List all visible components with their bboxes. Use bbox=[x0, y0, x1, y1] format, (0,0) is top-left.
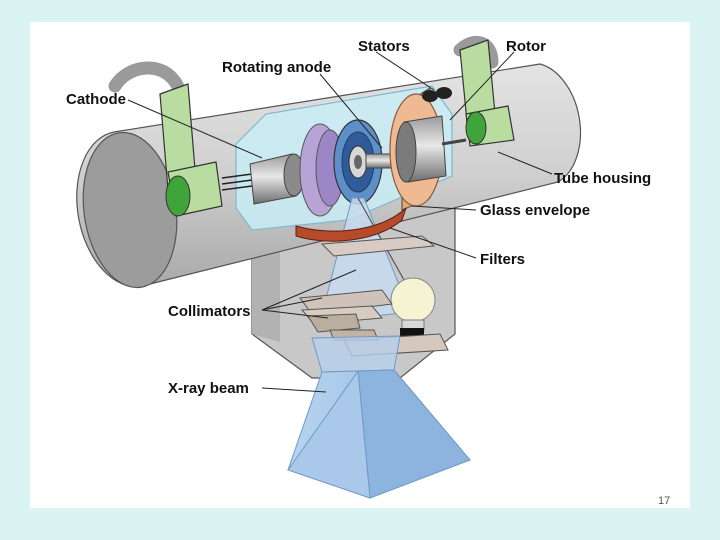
stator-hole-left bbox=[422, 90, 438, 102]
xray-tube-diagram: Cathode Rotating anode Stators Rotor Tub… bbox=[66, 35, 651, 499]
label-stators: Stators bbox=[358, 38, 410, 55]
diagram-panel: Cathode Rotating anode Stators Rotor Tub… bbox=[30, 22, 690, 508]
diagram-labels: Cathode Rotating anode Stators Rotor Tub… bbox=[66, 38, 651, 397]
stator-hole-right bbox=[436, 87, 452, 99]
leader-lines bbox=[127, 51, 553, 393]
cathode-assembly bbox=[159, 83, 305, 217]
stator-rotor bbox=[389, 86, 452, 211]
label-rotating-anode: Rotating anode bbox=[222, 59, 331, 76]
label-cathode: Cathode bbox=[66, 91, 126, 108]
label-glass-envelope: Glass envelope bbox=[480, 202, 590, 219]
anode-support bbox=[441, 39, 515, 147]
collimator-upper-shutter bbox=[299, 289, 393, 315]
label-rotor: Rotor bbox=[506, 38, 546, 55]
page-number: 17 bbox=[658, 495, 671, 507]
label-xray-beam: X-ray beam bbox=[168, 380, 249, 397]
filter-plate bbox=[295, 207, 436, 257]
label-tube-housing: Tube housing bbox=[554, 170, 651, 187]
label-filters: Filters bbox=[480, 251, 525, 268]
xray-beam-pyramid bbox=[287, 335, 472, 499]
cathode-insulator bbox=[165, 175, 191, 217]
anode-assembly bbox=[299, 119, 403, 217]
anode-insulator bbox=[465, 111, 487, 145]
label-collimators: Collimators bbox=[168, 303, 251, 320]
